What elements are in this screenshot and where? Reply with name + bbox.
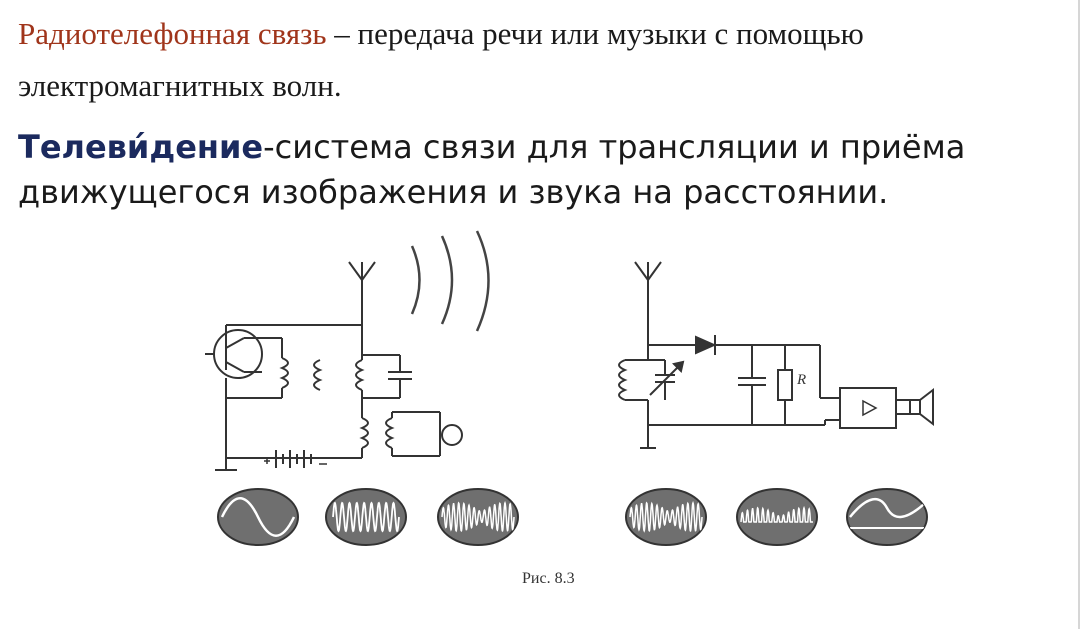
battery-icon [264, 450, 327, 468]
figure-caption: Рис. 8.3 [522, 570, 575, 587]
waveform-carrier-icon [325, 488, 407, 546]
transmitter-antenna-icon [348, 261, 376, 325]
transmitter-circuit [205, 230, 490, 471]
variable-capacitor-icon [648, 359, 685, 400]
receiver-circuit [618, 261, 934, 449]
term-television: Телеви́дение [18, 128, 264, 166]
waveform-output-icon [846, 488, 928, 546]
waveform-screens [217, 488, 928, 546]
resistor-label: R [797, 372, 807, 388]
waveform-modulated-icon [437, 488, 519, 546]
waveform-detected-icon [736, 488, 818, 546]
microphone-icon [439, 424, 463, 446]
definition-text-radiotelephone: – передача речи или музыки с помощью эле… [18, 16, 864, 103]
definition-radiotelephone: Радиотелефонная связь – передача речи ил… [18, 8, 1078, 112]
amplifier-icon [839, 387, 897, 429]
radio-waves-icon [410, 230, 490, 332]
transistor-icon [205, 329, 263, 379]
definition-text-television-line1: -система связи для трансляции и приёма [263, 128, 966, 166]
loudspeaker-icon [896, 387, 934, 427]
term-radiotelephone: Радиотелефонная связь [18, 16, 327, 51]
resistor-icon [777, 345, 793, 425]
receiver-antenna-icon [634, 261, 662, 345]
waveform-sound-icon [217, 488, 299, 546]
waveform-received-icon [625, 488, 707, 546]
diode-icon [695, 335, 717, 355]
definition-television: Телеви́дение-система связи для трансляци… [18, 125, 1080, 215]
page-edge [1078, 0, 1080, 629]
definition-text-television-line2: движущегося изображения и звука на расст… [18, 173, 889, 211]
